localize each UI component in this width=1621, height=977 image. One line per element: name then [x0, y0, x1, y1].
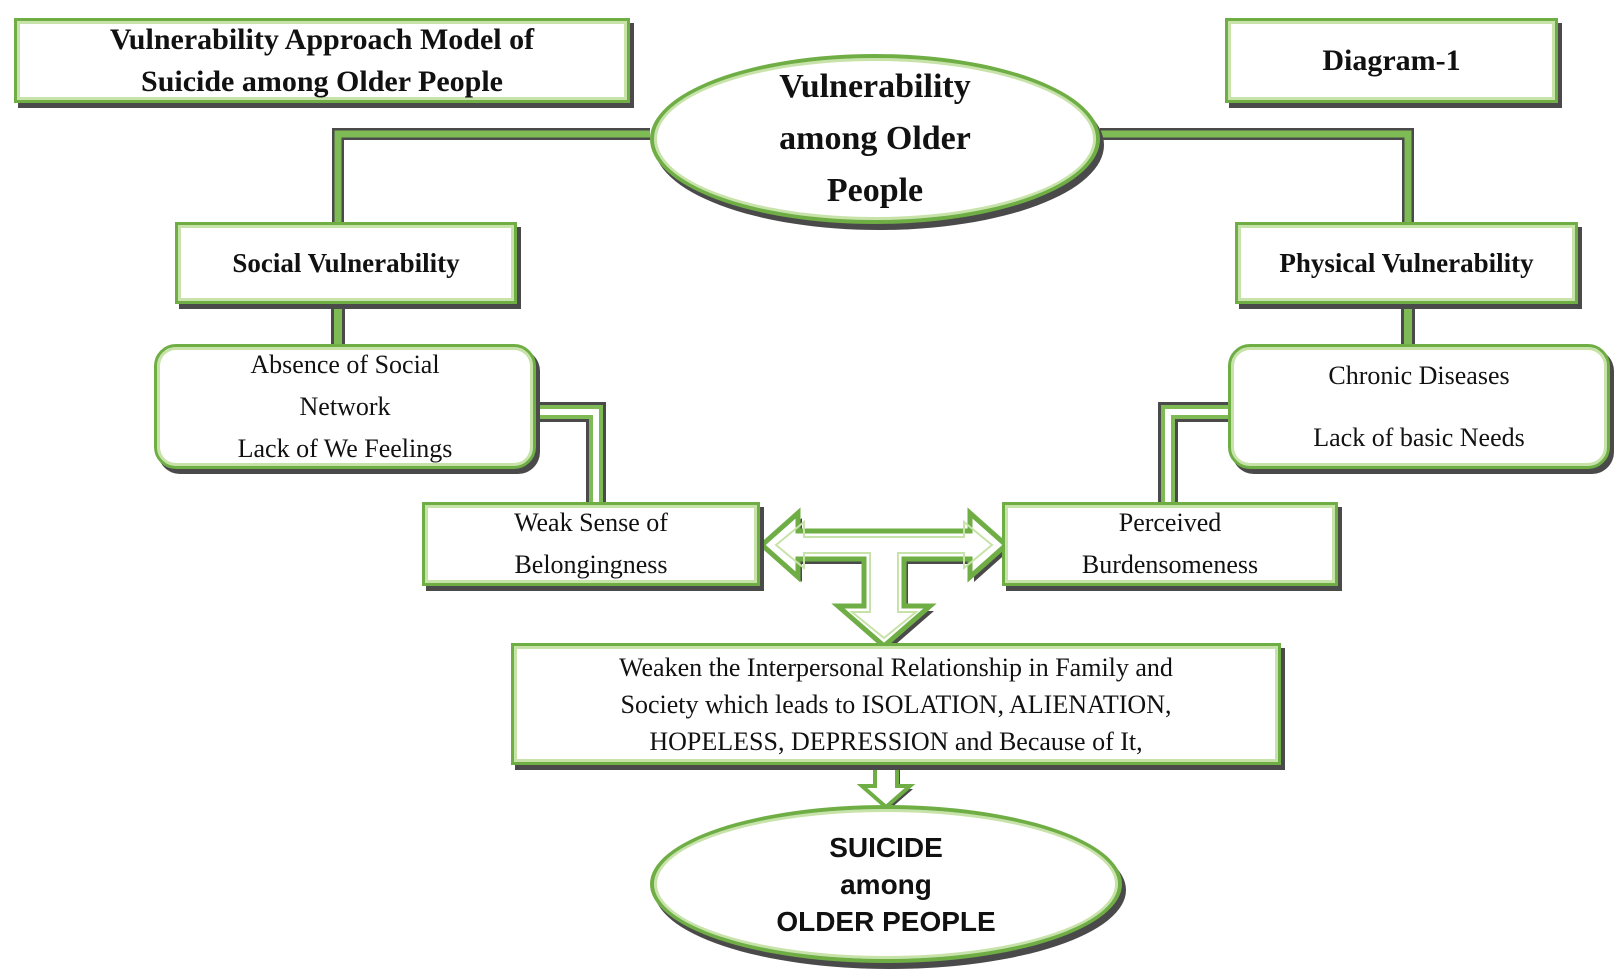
final-node-suicide: SUICIDE among OLDER PEOPLE — [650, 805, 1122, 963]
social-factor-line-3: Lack of We Feelings — [237, 433, 453, 463]
relationship-line-1: Weaken the Interpersonal Relationship in… — [619, 652, 1173, 682]
social-factor-line-1: Absence of Social — [250, 349, 440, 379]
title-line-1: Vulnerability Approach Model of — [109, 22, 535, 56]
relationship-line-3: HOPELESS, DEPRESSION and Because of It, — [649, 726, 1143, 756]
final-node-line-1: SUICIDE — [829, 831, 943, 863]
connector-social-factors-to-belongingness — [534, 402, 606, 504]
diagram-label: Diagram-1 — [1225, 18, 1558, 103]
final-node-line-3: OLDER PEOPLE — [776, 905, 996, 937]
physical-vulnerability-box: Physical Vulnerability — [1235, 222, 1578, 304]
connector-social-to-factors — [331, 300, 345, 346]
connector-physical-to-factors — [1401, 300, 1415, 346]
physical-factors-box: Chronic Diseases Lack of basic Needs — [1228, 344, 1610, 469]
physical-factor-line-2: Lack of basic Needs — [1313, 422, 1525, 452]
burdensomeness-line-2: Burdensomeness — [1081, 550, 1259, 579]
belongingness-line-1: Weak Sense of — [514, 508, 668, 537]
final-node-line-2: among — [840, 868, 932, 900]
connector-center-to-physical — [1100, 128, 1414, 222]
title-box: Vulnerability Approach Model of Suicide … — [14, 18, 630, 103]
connector-physical-factors-to-burdensomeness — [1158, 402, 1230, 504]
social-factor-line-2: Network — [299, 391, 391, 421]
belongingness-line-2: Belongingness — [514, 550, 668, 579]
belongingness-box: Weak Sense of Belongingness — [422, 502, 760, 586]
center-node-vulnerability: Vulnerability among Older People — [650, 54, 1100, 224]
physical-vulnerability-label: Physical Vulnerability — [1279, 247, 1534, 278]
burdensomeness-line-1: Perceived — [1118, 508, 1222, 537]
relationship-line-2: Society which leads to ISOLATION, ALIENA… — [620, 689, 1172, 719]
burdensomeness-box: Perceived Burdensomeness — [1002, 502, 1338, 586]
relationship-box: Weaken the Interpersonal Relationship in… — [511, 643, 1281, 765]
social-factors-box: Absence of Social Network Lack of We Fee… — [154, 344, 536, 469]
t-arrow — [758, 507, 1010, 651]
center-node-line-2: among Older — [779, 120, 971, 157]
center-node-line-1: Vulnerability — [779, 68, 971, 105]
down-arrow — [856, 763, 916, 810]
social-vulnerability-box: Social Vulnerability — [175, 222, 517, 304]
social-vulnerability-label: Social Vulnerability — [232, 247, 460, 278]
center-node-line-3: People — [826, 172, 924, 209]
connector-center-to-social — [332, 128, 650, 222]
diagram-label-text: Diagram-1 — [1322, 43, 1461, 77]
title-line-2: Suicide among Older People — [141, 64, 503, 98]
physical-factor-line-1: Chronic Diseases — [1328, 360, 1510, 390]
